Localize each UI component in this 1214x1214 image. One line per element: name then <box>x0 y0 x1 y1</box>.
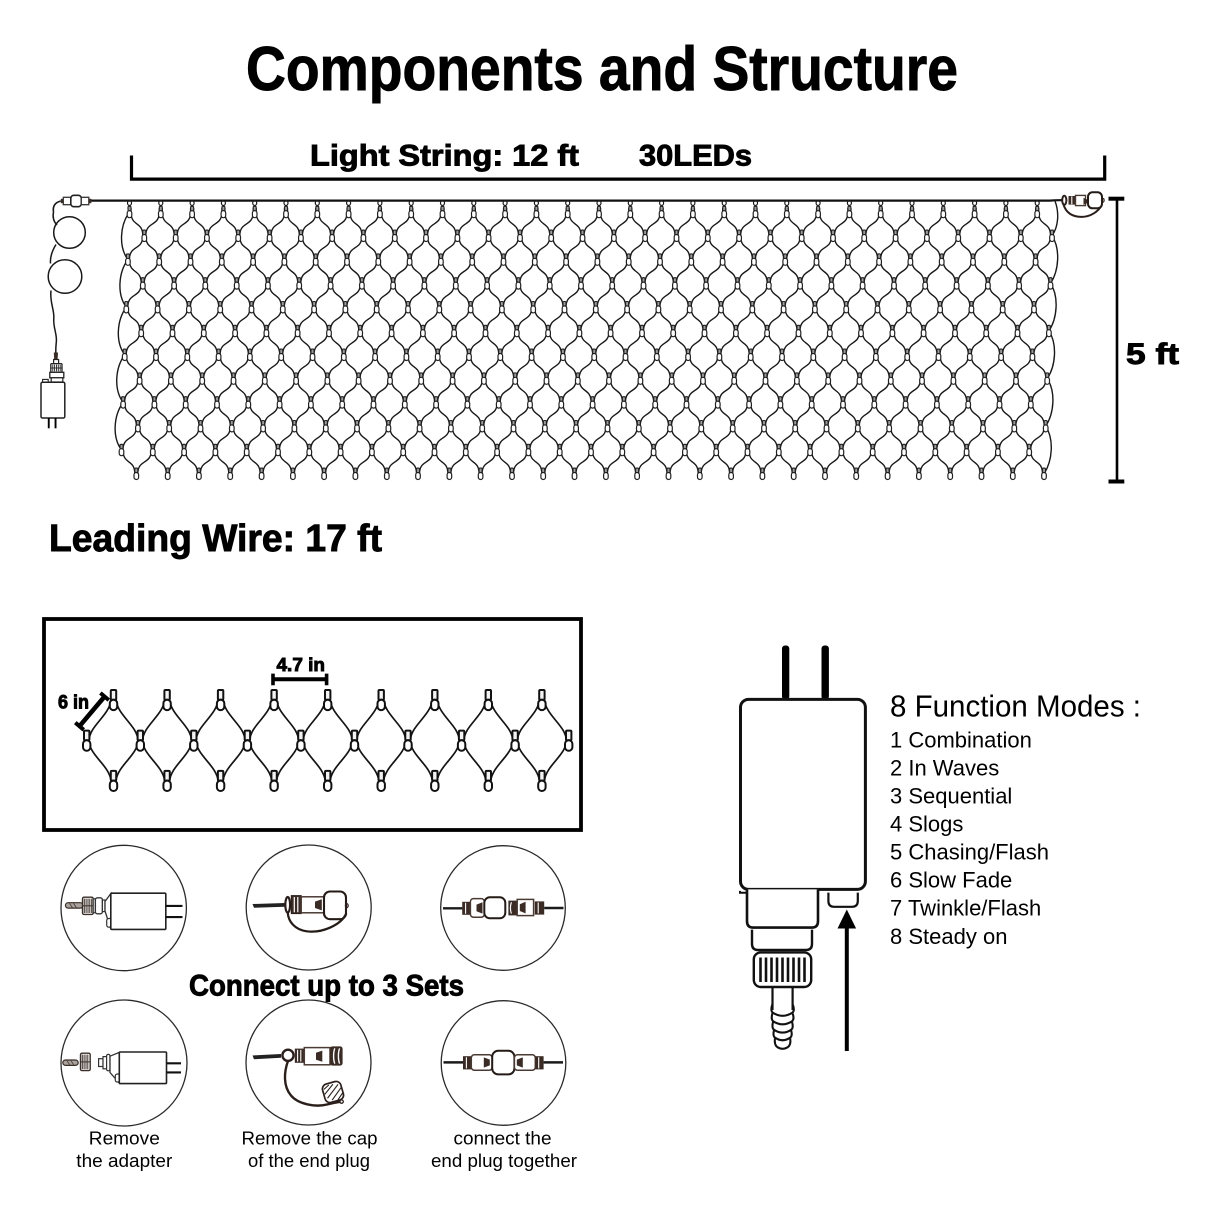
svg-text:Light String: 12 ft: Light String: 12 ft <box>310 140 579 173</box>
svg-text:end plug together: end plug together <box>431 1150 577 1171</box>
svg-text:2 In Waves: 2 In Waves <box>890 755 999 780</box>
svg-text:the adapter: the adapter <box>76 1150 172 1171</box>
svg-text:connect the: connect the <box>454 1128 552 1149</box>
svg-text:8 Function Modes :: 8 Function Modes : <box>890 689 1141 724</box>
svg-text:6 Slow Fade: 6 Slow Fade <box>890 868 1012 893</box>
svg-text:5 ft: 5 ft <box>1126 338 1179 371</box>
svg-text:3 Sequential: 3 Sequential <box>890 784 1012 809</box>
svg-text:Leading Wire: 17 ft: Leading Wire: 17 ft <box>49 518 382 560</box>
svg-text:6 in: 6 in <box>58 693 89 714</box>
svg-text:Connect up to 3 Sets: Connect up to 3 Sets <box>189 970 464 1003</box>
svg-text:7 Twinkle/Flash: 7 Twinkle/Flash <box>890 896 1041 921</box>
svg-text:1 Combination: 1 Combination <box>890 727 1032 752</box>
svg-text:4.7 in: 4.7 in <box>277 654 326 675</box>
svg-text:of the end plug: of the end plug <box>248 1150 370 1171</box>
svg-text:5 Chasing/Flash: 5 Chasing/Flash <box>890 840 1049 865</box>
svg-text:Remove the cap: Remove the cap <box>242 1128 378 1149</box>
svg-text:4 Slogs: 4 Slogs <box>890 812 963 837</box>
svg-text:Remove: Remove <box>89 1128 160 1149</box>
svg-text:Components and Structure: Components and Structure <box>246 35 958 104</box>
svg-text:30LEDs: 30LEDs <box>639 140 752 173</box>
svg-text:8 Steady on: 8 Steady on <box>890 924 1007 949</box>
